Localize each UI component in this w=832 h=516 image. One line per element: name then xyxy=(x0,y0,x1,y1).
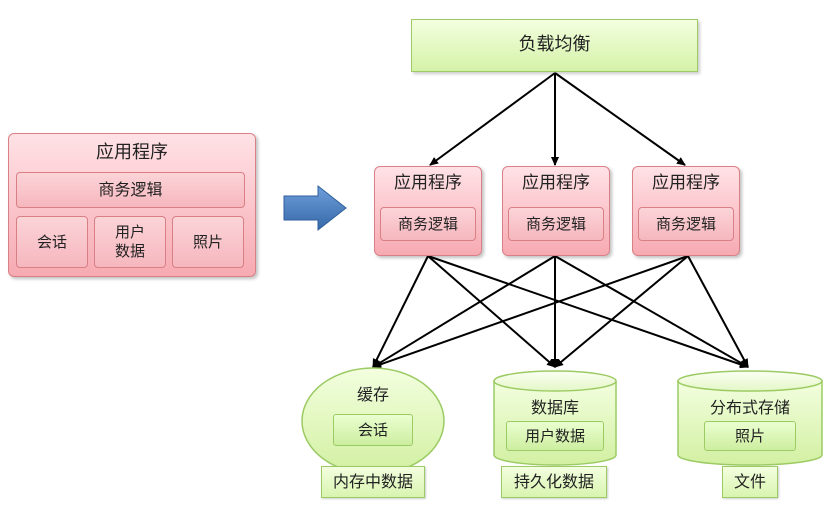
app-node-3-title: 应用程序 xyxy=(652,173,720,194)
cache-name: 缓存 xyxy=(356,385,389,404)
load-balancer-box xyxy=(411,19,698,72)
arrow-lb-to-app-3 xyxy=(554,72,686,166)
arrow-app-2-to-cache xyxy=(372,255,556,368)
load-balancer-label: 负载均衡 xyxy=(518,34,591,56)
database-content-box xyxy=(506,421,604,451)
app-node-3-logic-label: 商务逻辑 xyxy=(655,214,716,233)
arrow-app-3-to-cache xyxy=(372,255,689,369)
monolith-logic-box xyxy=(16,172,245,208)
monolith-module-user-data xyxy=(94,216,166,268)
database-content-label: 用户数据 xyxy=(524,426,585,445)
monolith-module-session xyxy=(16,216,88,268)
cache-content-label: 会话 xyxy=(357,420,388,439)
cache-content-box xyxy=(333,414,413,446)
app-node-2-logic-box xyxy=(508,207,604,241)
arrow-app-3-to-dfs xyxy=(687,255,749,368)
database-name: 数据库 xyxy=(530,398,579,417)
transition-arrow-icon xyxy=(283,184,347,232)
distributed-storage-content-box xyxy=(704,421,796,451)
arrow-app-2-to-dfs xyxy=(554,255,749,368)
database-caption-box xyxy=(501,466,607,498)
distributed-storage-caption-box xyxy=(722,466,778,498)
arrow-lb-to-app-1 xyxy=(429,72,556,166)
app-node-2-title: 应用程序 xyxy=(522,173,590,194)
monolith-module-photos xyxy=(172,216,244,268)
cache-caption: 内存中数据 xyxy=(332,472,413,491)
database-caption: 持久化数据 xyxy=(513,472,594,491)
monolith-logic-label: 商务逻辑 xyxy=(98,180,163,199)
cache-caption-box xyxy=(321,466,425,498)
monolith-module-session-label: 会话 xyxy=(36,232,67,251)
arrow-app-1-to-db xyxy=(427,255,556,368)
distributed-storage-caption: 文件 xyxy=(733,472,766,491)
monolith-app-title: 应用程序 xyxy=(96,141,168,163)
app-node-1-logic-label: 商务逻辑 xyxy=(397,214,458,233)
app-node-3-logic-box xyxy=(638,207,734,241)
monolith-module-photos-label: 照片 xyxy=(192,232,223,251)
arrow-app-1-to-cache xyxy=(372,255,429,368)
distributed-storage-name: 分布式存储 xyxy=(709,398,790,417)
monolith-module-user-data-label: 用户 数据 xyxy=(114,223,145,260)
app-node-2-logic-label: 商务逻辑 xyxy=(525,214,586,233)
arrow-app-1-to-dfs xyxy=(427,255,749,369)
app-node-1-title: 应用程序 xyxy=(394,173,462,194)
app-node-1-logic-box xyxy=(380,207,476,241)
distributed-storage-content-label: 照片 xyxy=(734,426,765,445)
arrow-app-3-to-db xyxy=(554,255,689,368)
